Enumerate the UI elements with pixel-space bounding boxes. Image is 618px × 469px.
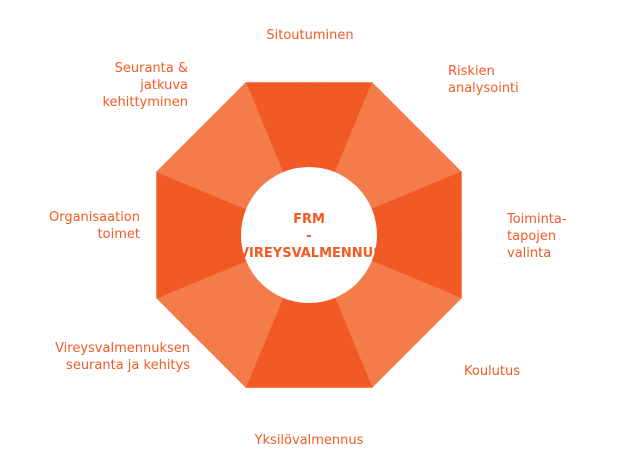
label-yksilovalmennus: Yksilövalmennus	[254, 433, 364, 448]
label-koulutus: Koulutus	[464, 364, 521, 379]
label-toimintatapojen-valinta: Toiminta- tapojen valinta	[507, 212, 567, 261]
label-riskien-analysointi: Riskien analysointi	[448, 64, 519, 96]
label-vireysvalmennuksen-seuranta: Vireysvalmennuksen seuranta ja kehitys	[55, 341, 190, 373]
label-sitoutuminen: Sitoutuminen	[266, 28, 354, 43]
label-organisaation-toimet: Organisaation toimet	[48, 210, 140, 242]
label-seuranta-jatkuva-kehittyminen: Seuranta & jatkuva kehittyminen	[102, 61, 188, 110]
center-hub	[241, 167, 377, 303]
center-title: FRM -VIREYSVALMENNUS	[239, 212, 383, 261]
